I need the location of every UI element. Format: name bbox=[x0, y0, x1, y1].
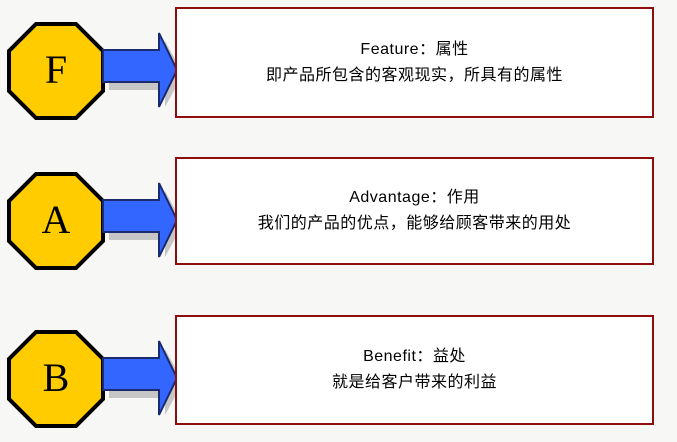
box-title-feature: Feature：属性 bbox=[360, 40, 469, 58]
description-box-advantage: Advantage：作用 我们的产品的优点，能够给顾客带来的用处 bbox=[175, 157, 654, 265]
box-description-feature: 即产品所包含的客观现实，所具有的属性 bbox=[265, 66, 563, 84]
diagram-row-benefit: B Benefit：益处 就是给客户带来的利益 bbox=[0, 308, 677, 438]
right-arrow-icon bbox=[102, 340, 182, 416]
arrow-connector-feature bbox=[100, 28, 182, 114]
right-arrow-icon bbox=[102, 32, 182, 108]
description-box-feature: Feature：属性 即产品所包含的客观现实，所具有的属性 bbox=[175, 7, 654, 118]
octagon-shape-icon bbox=[7, 172, 105, 270]
octagon-badge-benefit[interactable]: B bbox=[7, 330, 105, 428]
diagram-row-feature: F Feature：属性 即产品所包含的客观现实，所具有的属性 bbox=[0, 0, 677, 130]
right-arrow-icon bbox=[102, 182, 182, 258]
diagram-row-advantage: A Advantage：作用 我们的产品的优点，能够给顾客带来的用处 bbox=[0, 150, 677, 280]
box-description-advantage: 我们的产品的优点，能够给顾客带来的用处 bbox=[257, 215, 572, 232]
box-title-benefit: Benefit：益处 bbox=[363, 348, 466, 365]
arrow-connector-benefit bbox=[100, 336, 182, 422]
octagon-badge-advantage[interactable]: A bbox=[7, 172, 105, 270]
description-box-benefit: Benefit：益处 就是给客户带来的利益 bbox=[175, 315, 654, 425]
octagon-badge-feature[interactable]: F bbox=[7, 22, 105, 120]
arrow-connector-advantage bbox=[100, 178, 182, 264]
box-description-benefit: 就是给客户带来的利益 bbox=[331, 374, 497, 391]
octagon-shape-icon bbox=[7, 22, 105, 120]
octagon-shape-icon bbox=[7, 330, 105, 428]
box-title-advantage: Advantage：作用 bbox=[349, 189, 480, 206]
